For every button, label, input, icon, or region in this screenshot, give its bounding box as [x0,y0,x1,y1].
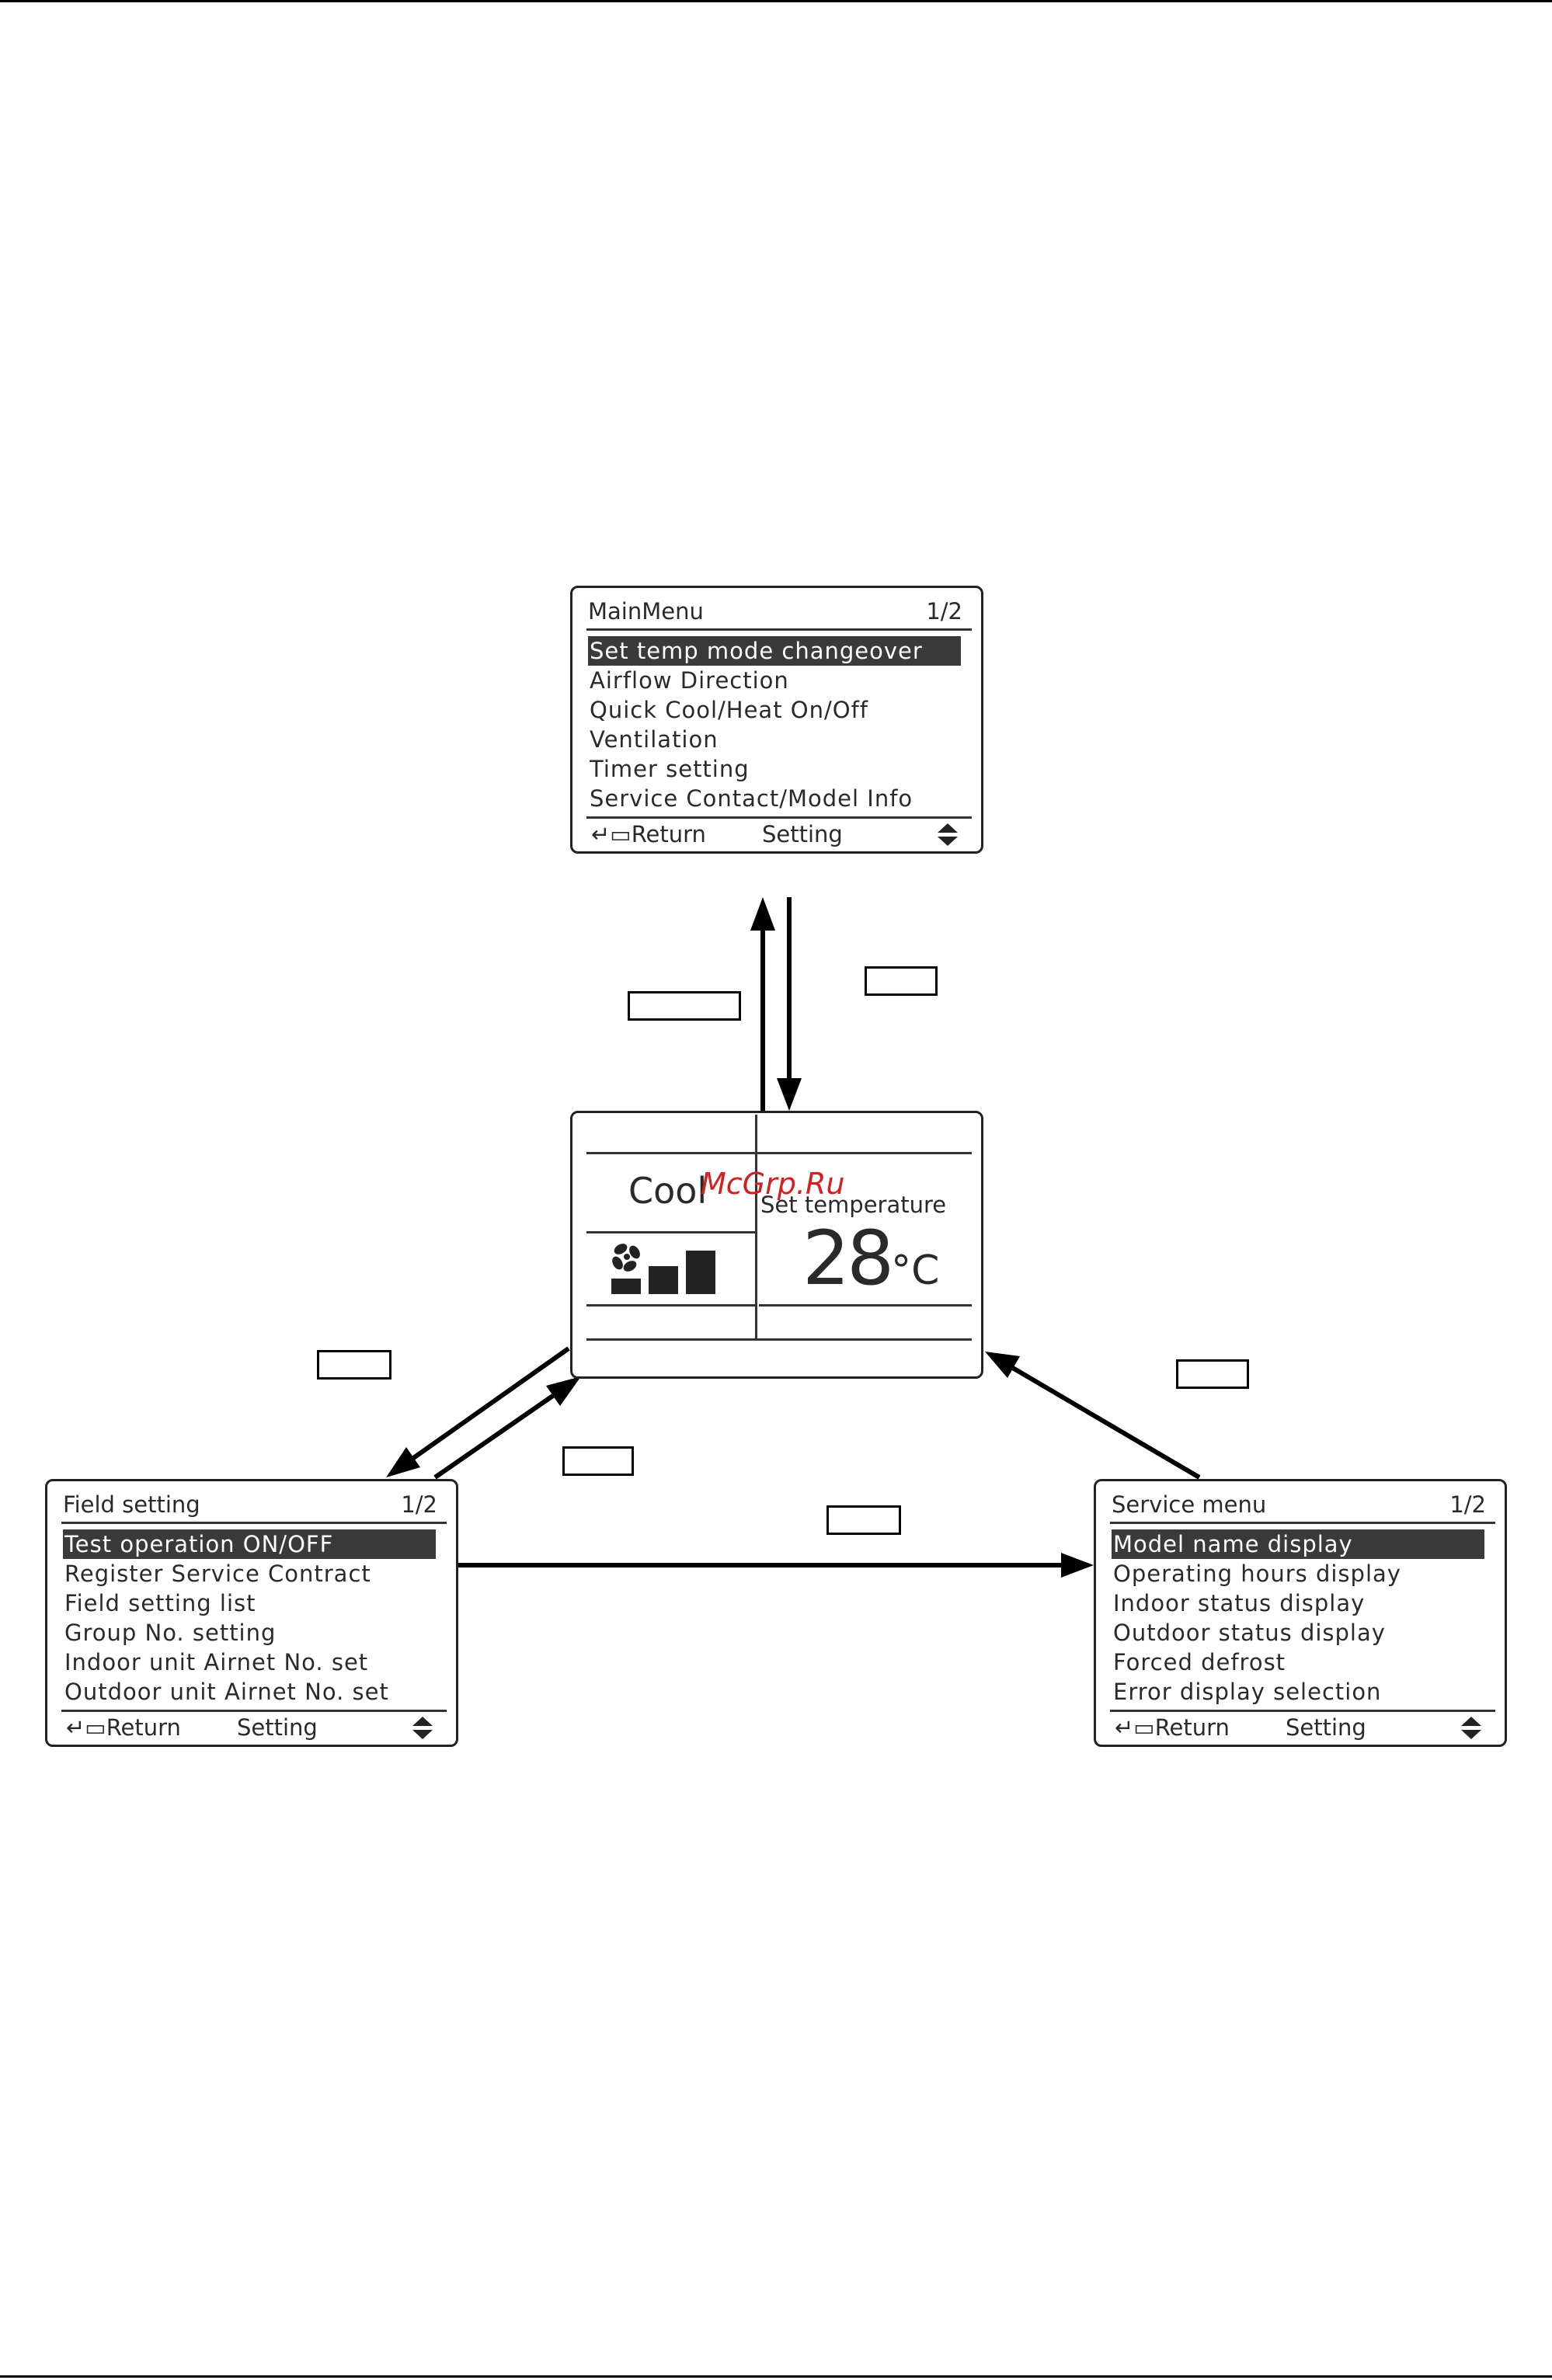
temperature-display: 28°C [802,1216,939,1314]
button-box [1176,1359,1249,1389]
arrow-field-to-status [433,1391,558,1480]
status-screen: Cool Set temperature 28°C [570,1111,983,1379]
menu-item-test-operation[interactable]: Test operation ON/OFF [63,1529,436,1559]
vertical-divider [755,1115,757,1340]
fan-bar-2 [649,1266,678,1294]
screen-title-text: MainMenu [588,598,704,625]
setting-label: Setting [237,1714,318,1741]
fan-bar-3 [686,1251,715,1294]
menu-item-forced-defrost[interactable]: Forced defrost [1113,1649,1286,1675]
divider [586,628,972,631]
up-down-icon [1461,1717,1481,1739]
menu-list: Test operation ON/OFF Register Service C… [63,1529,436,1707]
divider [61,1710,447,1712]
return-button[interactable]: ↵▭Return [66,1712,181,1743]
menu-item-error-display[interactable]: Error display selection [1113,1679,1382,1705]
bottom-rule [0,2375,1552,2378]
watermark: McGrp.Ru [701,1167,845,1201]
menu-list: Set temp mode changeover Airflow Directi… [588,636,961,813]
divider [586,1152,972,1154]
menu-item-model-name-display[interactable]: Model name display [1112,1529,1484,1559]
return-button[interactable]: ↵▭Return [1115,1712,1230,1743]
fan-speed-indicator [611,1244,715,1294]
menu-item-indoor-status[interactable]: Indoor status display [1113,1590,1366,1616]
menu-item-airflow-direction[interactable]: Airflow Direction [590,667,789,694]
screen-title-text: Service menu [1112,1491,1267,1518]
divider [586,1338,972,1341]
menu-item-register-service-contract[interactable]: Register Service Contract [64,1561,371,1587]
fan-icon [612,1244,640,1272]
page-indicator: 1/2 [401,1491,437,1518]
arrowhead-to-service-menu [1061,1553,1094,1578]
temperature-value: 28 [802,1215,894,1302]
menu-item-field-setting-list[interactable]: Field setting list [64,1590,256,1616]
arrowhead-field-to-status [546,1376,581,1406]
temperature-unit: °C [891,1247,940,1294]
menu-item-outdoor-status[interactable]: Outdoor status display [1113,1620,1386,1646]
button-box [826,1505,901,1535]
return-label: Return [631,821,706,847]
menu-item-indoor-airnet-no[interactable]: Indoor unit Airnet No. set [64,1649,369,1675]
screen-footer: ↵▭Return Setting [1115,1712,1481,1743]
return-icon: ↵▭ [591,821,632,847]
main-menu-screen: MainMenu 1/2 Set temp mode changeover Ai… [570,586,983,854]
divider [61,1522,447,1524]
page-indicator: 1/2 [926,598,962,625]
up-down-icon [412,1717,433,1739]
menu-item-quick-cool-heat[interactable]: Quick Cool/Heat On/Off [590,697,869,723]
button-box [562,1446,634,1476]
return-label: Return [1154,1714,1230,1741]
menu-list: Model name display Operating hours displ… [1112,1529,1484,1707]
menu-item-group-no-setting[interactable]: Group No. setting [64,1620,277,1646]
arrow-to-field-setting [409,1346,570,1463]
top-rule [0,0,1552,2]
menu-item-set-temp-mode[interactable]: Set temp mode changeover [588,636,961,666]
arrow-service-to-status [1010,1365,1201,1480]
arrowhead-service-to-status [985,1352,1020,1378]
return-icon: ↵▭ [66,1714,106,1741]
arrowhead-to-main-menu [750,897,775,931]
screen-title: MainMenu 1/2 [588,596,962,627]
return-icon: ↵▭ [1115,1714,1155,1741]
arrowhead-to-field-setting [386,1447,420,1477]
menu-item-ventilation[interactable]: Ventilation [590,726,719,753]
divider [759,1304,972,1307]
divider [586,1231,756,1233]
screen-title: Service menu 1/2 [1112,1489,1486,1520]
page-indicator: 1/2 [1449,1491,1486,1518]
divider [1110,1522,1495,1524]
setting-label: Setting [762,821,843,847]
setting-label: Setting [1286,1714,1366,1741]
button-box [628,991,741,1021]
set-temperature-label: Set temperature [760,1192,947,1218]
menu-item-service-contact[interactable]: Service Contact/Model Info [590,785,913,812]
divider [586,1304,756,1307]
menu-item-outdoor-airnet-no[interactable]: Outdoor unit Airnet No. set [64,1679,389,1705]
return-label: Return [106,1714,181,1741]
mode-display: Cool [628,1170,708,1212]
service-menu-screen: Service menu 1/2 Model name display Oper… [1094,1479,1507,1747]
divider [586,816,972,819]
up-down-icon [938,823,958,846]
divider [1110,1710,1495,1712]
menu-item-operating-hours[interactable]: Operating hours display [1113,1561,1401,1587]
screen-footer: ↵▭Return Setting [591,819,958,850]
arrowhead-to-status-from-menu [777,1078,802,1111]
fan-bar-1 [611,1279,641,1294]
button-box [865,966,938,996]
screen-title-text: Field setting [63,1491,200,1518]
button-box [317,1350,391,1380]
screen-footer: ↵▭Return Setting [66,1712,433,1743]
screen-title: Field setting 1/2 [63,1489,437,1520]
field-setting-screen: Field setting 1/2 Test operation ON/OFF … [45,1479,458,1747]
menu-item-timer-setting[interactable]: Timer setting [590,756,750,782]
return-button[interactable]: ↵▭Return [591,819,706,850]
